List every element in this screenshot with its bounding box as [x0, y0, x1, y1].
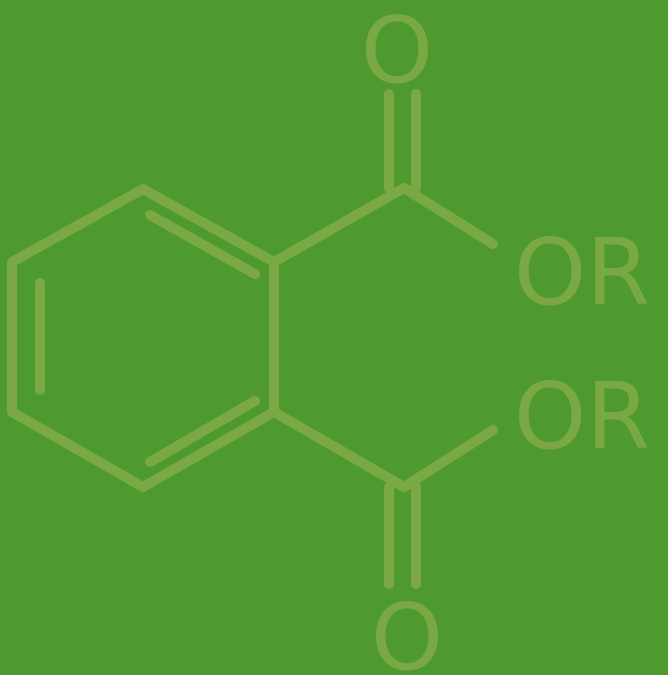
top-ester-group-label: OR	[514, 219, 650, 326]
bottom-carbonyl-oxygen-label: O	[371, 584, 443, 675]
aromatic-inner-bond-top-right	[145, 210, 260, 279]
benzene-bond-top-left	[7, 184, 148, 267]
top-carbonyl-oxygen-label: O	[361, 0, 433, 104]
lower-carbonyl-to-oxygen-bond	[399, 425, 498, 492]
ring-to-upper-carbonyl-bond	[269, 183, 409, 267]
benzene-bond-bottom-right	[138, 407, 279, 492]
bottom-ester-group-label: OR	[514, 363, 650, 470]
benzene-bond-top-right	[138, 184, 279, 267]
aromatic-inner-bond-bottom-right	[145, 396, 260, 467]
upper-carbonyl-to-oxygen-bond	[399, 183, 498, 249]
benzene-bond-bottom-left	[7, 407, 148, 492]
ring-to-lower-carbonyl-bond	[269, 407, 409, 492]
